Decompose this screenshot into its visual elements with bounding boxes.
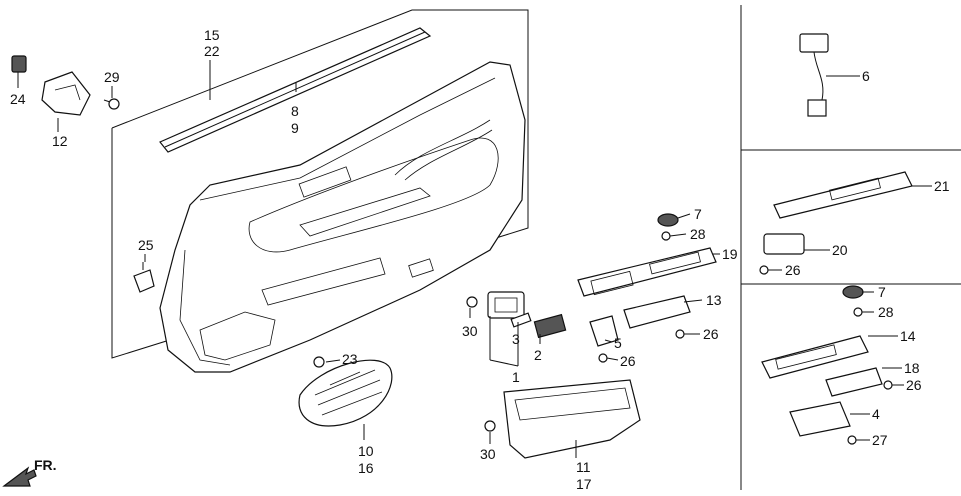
weatherstrip	[159, 27, 432, 153]
part-26-screw-d	[883, 380, 893, 390]
part-27-screw	[847, 435, 857, 445]
direction-label: FR.	[34, 457, 57, 473]
callout-2: 2	[534, 347, 542, 363]
callout-27: 27	[872, 432, 888, 448]
callout-29: 29	[104, 69, 120, 85]
callout-14: 14	[900, 328, 916, 344]
callout-11: 11	[576, 459, 591, 475]
part-26-screw-b	[675, 329, 685, 339]
callout-18: 18	[904, 360, 920, 376]
part-23-screw	[313, 356, 325, 368]
speaker-grille	[298, 359, 393, 427]
part-18-switch	[825, 367, 883, 397]
door-pocket	[503, 379, 641, 459]
callout-25: 25	[138, 237, 154, 253]
callout-13: 13	[706, 292, 722, 308]
callout-9: 9	[291, 120, 299, 136]
callout-16: 16	[358, 460, 374, 476]
callout-10: 10	[358, 443, 374, 459]
part-24-clip	[11, 55, 27, 73]
callout-8: 8	[291, 103, 299, 119]
callout-26-a: 26	[620, 353, 636, 369]
callout-28-b: 28	[878, 304, 894, 320]
callout-6: 6	[862, 68, 870, 84]
front-direction-arrow	[2, 466, 37, 487]
callout-4: 4	[872, 406, 880, 422]
switch-assembly-13	[623, 295, 691, 329]
section-dividers	[740, 5, 961, 490]
callout-5: 5	[614, 335, 622, 351]
part-30-screw-upper	[466, 296, 478, 308]
callout-26-b: 26	[703, 326, 719, 342]
leader-lines	[17, 60, 932, 458]
callout-28-a: 28	[690, 226, 706, 242]
part-7-cap-a	[657, 213, 679, 227]
part-21-panel	[773, 171, 913, 219]
callout-7-b: 7	[878, 284, 886, 300]
callout-21: 21	[934, 178, 950, 194]
part-20-switch	[763, 233, 805, 255]
part-30-screw-lower	[484, 420, 496, 432]
part-28-screw-a	[661, 231, 671, 241]
callout-26-c: 26	[785, 262, 801, 278]
part-14-panel	[761, 335, 869, 379]
part-26-screw-c	[759, 265, 769, 275]
callout-22: 22	[204, 43, 220, 59]
callout-30-upper: 30	[462, 323, 478, 339]
callout-30-lower: 30	[480, 446, 496, 462]
part-29-screw	[103, 98, 120, 110]
callout-15: 15	[204, 27, 220, 43]
part-5-switch	[589, 315, 619, 347]
callout-7-a: 7	[694, 206, 702, 222]
callout-19: 19	[722, 246, 738, 262]
callout-12: 12	[52, 133, 68, 149]
door-lining-panel	[159, 61, 526, 373]
callout-20: 20	[832, 242, 848, 258]
callout-labels: 15 22 8 9 29 24 12 25 23 10 16 30 3 2 1 …	[10, 27, 950, 492]
callout-24: 24	[10, 91, 26, 107]
callout-23: 23	[342, 351, 358, 367]
part-28-screw-b	[853, 307, 863, 317]
part-6-switch-wire	[799, 33, 829, 117]
handle-bezel	[487, 291, 567, 339]
callout-1: 1	[512, 369, 520, 385]
part-4-switch	[789, 401, 851, 437]
callout-26-d: 26	[906, 377, 922, 393]
part-12-bracket	[41, 71, 91, 116]
part-26-screw-a	[598, 353, 608, 363]
part-7-cap-b	[842, 285, 864, 299]
switch-panel-19	[577, 247, 717, 297]
callout-3: 3	[512, 331, 520, 347]
callout-17: 17	[576, 476, 592, 492]
part-25-fastener	[133, 262, 155, 293]
